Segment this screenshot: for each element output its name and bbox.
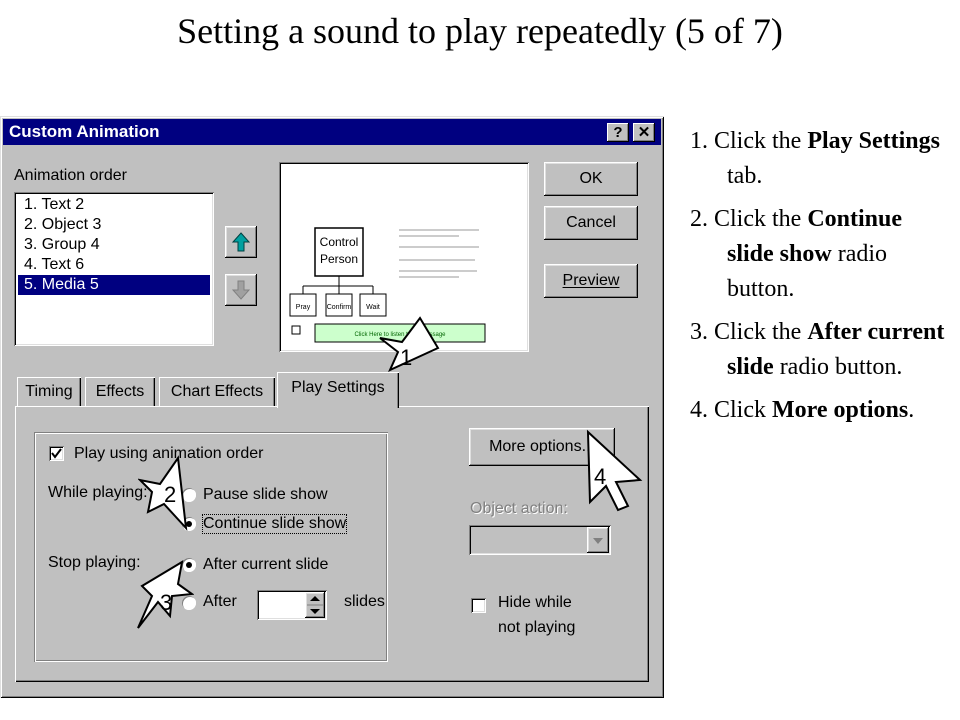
pause-slide-show-label: Pause slide show — [203, 486, 328, 503]
step-text: tab. — [727, 163, 763, 189]
hide-while-label: Hide while — [498, 594, 572, 611]
play-using-order-label: Play using animation order — [74, 445, 264, 462]
object-action-label: Object action: — [470, 500, 568, 517]
step-number: 1. — [690, 128, 714, 154]
dialog-titlebar[interactable]: Custom Animation ? ✕ — [3, 119, 661, 145]
thumb-box-2: Confirm — [327, 304, 352, 311]
step-number: 3. — [690, 319, 714, 345]
after-current-slide-radio[interactable] — [182, 558, 196, 572]
thumb-click-button: Click Here to listen to the passage — [354, 332, 446, 338]
arrow-up-icon — [232, 232, 250, 252]
move-up-button[interactable] — [225, 226, 257, 258]
play-options-group — [34, 432, 388, 662]
more-options-label: More options... — [489, 438, 595, 455]
help-button[interactable]: ? — [607, 123, 629, 142]
checkmark-icon — [51, 448, 62, 459]
cancel-button[interactable]: Cancel — [544, 206, 638, 240]
cursor-callout-1: 1 — [379, 316, 440, 373]
preview-button-label: Preview — [562, 272, 620, 289]
thumb-box-1: Pray — [296, 304, 311, 311]
step-emphasis: More options — [772, 397, 909, 423]
step-emphasis: After current slide — [727, 319, 945, 380]
cursor-callout-4: 4 — [586, 429, 643, 512]
step-text: radio button. — [773, 354, 903, 380]
instruction-step: 3. Click the After current slide radio b… — [690, 315, 952, 385]
close-button[interactable]: ✕ — [633, 123, 655, 142]
step-emphasis: Continue slide show — [727, 206, 903, 267]
dialog-title: Custom Animation — [9, 122, 160, 141]
callout-4: 4 — [594, 464, 606, 489]
cursor-callout-2: 2 — [138, 455, 188, 531]
slide-title: Setting a sound to play repeatedly (5 of… — [177, 11, 783, 51]
hide-while-not-playing-checkbox[interactable] — [471, 598, 486, 613]
play-using-order-checkbox[interactable] — [49, 446, 64, 461]
move-down-button[interactable] — [225, 274, 257, 306]
step-number: 4. — [690, 397, 714, 423]
tab-play-settings[interactable]: Play Settings — [277, 372, 399, 408]
list-item[interactable]: 5. Media 5 — [18, 275, 210, 295]
after-current-slide-label: After current slide — [203, 556, 329, 573]
list-item[interactable]: 3. Group 4 — [24, 236, 100, 253]
thumb-text-person: Person — [320, 252, 358, 266]
list-item[interactable]: 4. Text 6 — [24, 256, 85, 273]
spinner-arrows[interactable] — [305, 592, 325, 618]
animation-order-label: Animation order — [14, 167, 127, 184]
slide-thumbnail: Control Person Pray Confirm Wait — [289, 227, 486, 343]
list-item[interactable]: 2. Object 3 — [24, 216, 102, 233]
tab-effects[interactable]: Effects — [85, 377, 155, 407]
animation-order-list[interactable]: 1. Text 2 2. Object 3 3. Group 4 4. Text 6 5… — [14, 192, 214, 346]
callout-2: 2 — [164, 482, 176, 507]
dropdown-button[interactable] — [587, 527, 609, 553]
step-text: Click the — [714, 319, 808, 345]
after-n-slides-radio[interactable] — [182, 596, 196, 610]
step-emphasis: Play Settings — [807, 128, 940, 154]
slides-count-spinner[interactable] — [257, 590, 327, 620]
radio-dot — [186, 521, 192, 527]
instruction-step: 1. Click the Play Settings tab. — [690, 124, 952, 194]
not-playing-label: not playing — [498, 619, 576, 636]
step-text: Click the — [714, 206, 808, 232]
step-text: . — [908, 397, 915, 423]
preview-button[interactable]: Preview — [544, 264, 638, 298]
radio-dot — [186, 562, 192, 568]
stop-playing-label: Stop playing: — [48, 554, 141, 571]
tab-chart-effects[interactable]: Chart Effects — [159, 377, 275, 407]
step-text: Click — [714, 397, 772, 423]
custom-animation-dialog: Custom Animation ? ✕ Animation order 1. … — [0, 116, 664, 698]
object-action-select[interactable] — [469, 525, 611, 555]
chevron-down-icon — [593, 538, 603, 544]
instruction-steps: 1. Click the Play Settings tab. 2. Click … — [690, 124, 952, 436]
thumb-box-3: Wait — [366, 304, 380, 311]
callout-1: 1 — [400, 345, 412, 370]
callout-3: 3 — [160, 590, 172, 615]
spinner-icon — [307, 596, 323, 614]
pause-slide-show-radio[interactable] — [182, 488, 196, 502]
step-number: 2. — [690, 206, 714, 232]
close-icon: ✕ — [637, 124, 651, 141]
slide-preview: Control Person Pray Confirm Wait — [279, 162, 529, 352]
while-playing-label: While playing: — [48, 484, 148, 501]
step-text: Click the — [714, 128, 808, 154]
tab-timing[interactable]: Timing — [17, 377, 81, 407]
arrow-down-icon — [232, 280, 250, 300]
list-item[interactable]: 1. Text 2 — [24, 196, 85, 213]
cursor-callout-3: 3 — [137, 560, 194, 629]
continue-slide-show-label: Continue slide show — [201, 514, 348, 534]
slides-label: slides — [344, 593, 385, 610]
step-text: radio button. — [727, 241, 888, 302]
instruction-step: 2. Click the Continue slide show radio b… — [690, 202, 952, 307]
after-label: After — [203, 593, 237, 610]
thumb-text-control: Control — [320, 235, 359, 249]
ok-button[interactable]: OK — [544, 162, 638, 196]
instruction-step: 4. Click More options. — [690, 393, 952, 428]
